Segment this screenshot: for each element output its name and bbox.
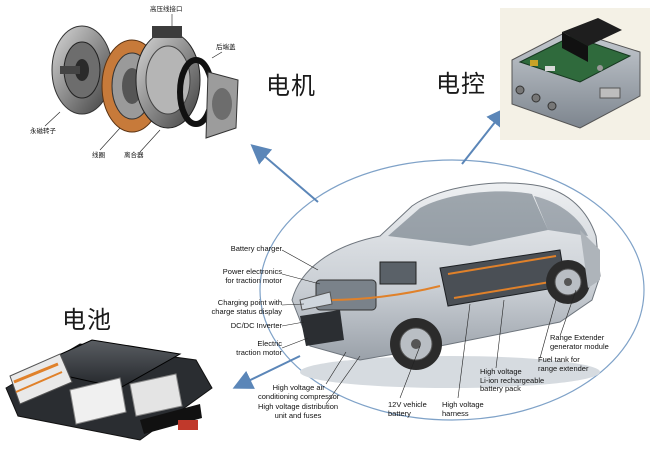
label-battery: 电池	[62, 300, 112, 335]
controller-illustration	[500, 8, 650, 140]
arrow-to-controller	[462, 112, 503, 164]
label-controller: 电控	[436, 64, 486, 99]
callout-hv-battery-pack: High voltage Li-ion rechargeable battery…	[480, 368, 544, 394]
callout-power-electronics: Power electronics for traction motor	[200, 268, 282, 285]
callout-range-extender: Range Extender generator module	[550, 334, 609, 351]
callout-hv-compressor: High voltage air conditioning compressor	[258, 384, 339, 401]
label-motor: 电机	[266, 66, 316, 101]
callout-12v-battery: 12V vehicle battery	[388, 401, 427, 418]
callout-hv-harness: High voltage harness	[442, 401, 484, 418]
motor-exploded-illustration	[45, 14, 238, 152]
motor-part-hv-connector: 高压线接口	[150, 6, 183, 13]
arrow-to-motor	[255, 148, 318, 202]
callout-battery-charger: Battery charger	[200, 245, 282, 254]
callout-electric-motor: Electric traction motor	[200, 340, 282, 357]
motor-part-pm-rotor: 永磁转子	[30, 128, 56, 135]
motor-part-stator-coil: 线圈	[92, 152, 105, 159]
arrow-to-battery	[238, 356, 300, 386]
motor-part-clutch: 离合器	[124, 152, 144, 159]
callout-charging-point: Charging point with charge status displa…	[196, 299, 282, 316]
callout-fuel-tank: Fuel tank for range extender	[538, 356, 588, 373]
battery-pack-illustration	[6, 340, 212, 440]
motor-part-rear-cover: 后端盖	[216, 44, 236, 51]
callout-dcdc: DC/DC Inverter	[200, 322, 282, 331]
callout-hv-distribution: High voltage distribution unit and fuses	[258, 403, 338, 420]
